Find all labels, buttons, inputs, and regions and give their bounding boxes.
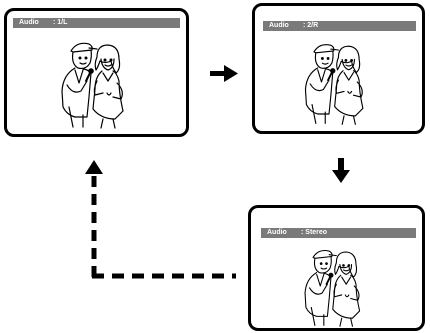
arrow-down-icon [332, 158, 350, 183]
dashed-return-arrow-icon [85, 160, 236, 278]
arrow-right-icon [210, 65, 238, 82]
